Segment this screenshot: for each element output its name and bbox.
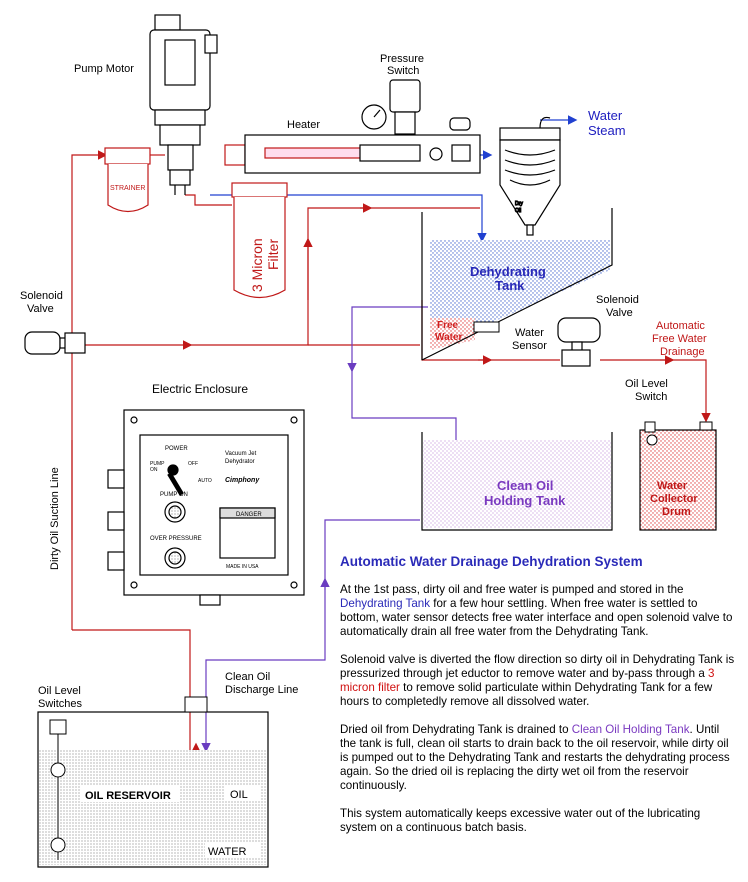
micron-filter-link[interactable]: 3 micron filter bbox=[340, 667, 715, 694]
clean-oil-tank-link[interactable]: Clean Oil Holding Tank bbox=[571, 723, 690, 736]
water-collector-drum: Water Collector Drum bbox=[639, 421, 717, 531]
panel-over-pressure-label: OVER PRESSURE bbox=[150, 536, 202, 542]
micron-filter-label-2: Filter bbox=[265, 239, 281, 270]
water-steam-label-1: Water bbox=[588, 108, 623, 123]
description-paragraph-1: At the 1st pass, dirty oil and free wate… bbox=[340, 583, 735, 639]
oil-level-switch-label-1: Oil Level bbox=[625, 378, 668, 390]
description-title: Automatic Water Drainage Dehydration Sys… bbox=[340, 554, 643, 569]
heater bbox=[224, 117, 481, 174]
heater-label: Heater bbox=[287, 119, 320, 131]
water-sensor-label-1: Water bbox=[515, 327, 544, 339]
dry-oil-label-2: Oil bbox=[515, 208, 521, 214]
solenoid-valve-left-label-2: Valve bbox=[27, 303, 54, 315]
panel-logo: Cimphony bbox=[225, 477, 260, 484]
pump-motor-label: Pump Motor bbox=[74, 63, 134, 75]
free-water-label-1: Free bbox=[437, 320, 459, 331]
panel-power-label: POWER bbox=[165, 446, 188, 452]
water-label: WATER bbox=[208, 846, 247, 858]
description-paragraph-2: Solenoid valve is diverted the flow dire… bbox=[340, 653, 735, 709]
strainer-label: STRAINER bbox=[110, 185, 145, 192]
diagram-labels: Pump Motor Pressure Switch Heater Water … bbox=[20, 53, 707, 710]
water-sensor-label-2: Sensor bbox=[512, 340, 547, 352]
dirty-oil-suction-label: Dirty Oil Suction Line bbox=[49, 467, 61, 570]
eductor: Dry Oil bbox=[499, 116, 561, 236]
clean-oil-lines bbox=[201, 306, 461, 753]
description-panel: Automatic Water Drainage Dehydration Sys… bbox=[340, 555, 735, 849]
clean-oil-tank-label-1: Clean Oil bbox=[497, 478, 553, 493]
p3-text-b: . Until the tank is full, clean oil star… bbox=[340, 723, 730, 792]
dehydrating-tank: Dehydrating Tank Free Water bbox=[421, 208, 613, 361]
panel-off-label: OFF bbox=[188, 461, 198, 467]
panel-brand-label-1: Vacuum Jet bbox=[225, 451, 257, 457]
pressure-switch-label-1: Pressure bbox=[380, 53, 424, 65]
panel-brand-label-2: Dehydrator bbox=[225, 459, 255, 465]
clean-oil-discharge-label-1: Clean Oil bbox=[225, 671, 270, 683]
panel-made-in-label: MADE IN USA bbox=[226, 564, 259, 570]
water-collector-label-3: Drum bbox=[662, 506, 691, 518]
free-water-label-2: Water bbox=[435, 332, 463, 343]
solenoid-valve-right bbox=[557, 317, 601, 367]
oil-label: OIL bbox=[230, 789, 248, 801]
strainer: STRAINER bbox=[104, 147, 151, 213]
pressure-switch bbox=[361, 79, 421, 135]
micron-filter: 3 Micron Filter bbox=[231, 182, 288, 299]
micron-filter-label-1: 3 Micron bbox=[249, 238, 265, 292]
water-steam-label-2: Steam bbox=[588, 123, 626, 138]
pressure-switch-label-2: Switch bbox=[387, 65, 419, 77]
oil-reservoir: OIL RESERVOIR OIL WATER bbox=[37, 696, 269, 868]
pump-motor bbox=[149, 14, 218, 195]
oil-level-switches-label-2: Switches bbox=[38, 698, 83, 710]
electric-enclosure-label: Electric Enclosure bbox=[152, 382, 248, 396]
p1-text-b: for a few hour settling. When free water… bbox=[340, 597, 733, 638]
solenoid-valve-right-label-1: Solenoid bbox=[596, 294, 639, 306]
water-collector-label-2: Collector bbox=[650, 493, 698, 505]
enclosure-panel-text: POWER PUMP ON OFF AUTO PUMP ON OVER PRES… bbox=[150, 446, 262, 570]
dehydrating-tank-label-1: Dehydrating bbox=[470, 264, 546, 279]
dehydrating-tank-link[interactable]: Dehydrating Tank bbox=[340, 597, 431, 610]
solenoid-valve-left bbox=[24, 331, 86, 355]
p1-text-a: At the 1st pass, dirty oil and free wate… bbox=[340, 583, 684, 596]
solenoid-valve-right-label-2: Valve bbox=[606, 307, 633, 319]
dry-oil-label-1: Dry bbox=[515, 201, 523, 207]
dehydrating-tank-label-2: Tank bbox=[495, 278, 525, 293]
panel-on-label: ON bbox=[150, 467, 158, 473]
water-collector-label-1: Water bbox=[657, 480, 688, 492]
auto-drain-label-3: Drainage bbox=[660, 346, 705, 358]
p2-text-b: to remove solid particulate within Dehyd… bbox=[340, 681, 713, 708]
auto-drain-label-2: Free Water bbox=[652, 333, 707, 345]
clean-oil-tank-label-2: Holding Tank bbox=[484, 493, 566, 508]
panel-pump-label: PUMP bbox=[150, 461, 165, 467]
panel-auto-label: AUTO bbox=[198, 478, 212, 484]
description-paragraph-3: Dried oil from Dehydrating Tank is drain… bbox=[340, 723, 735, 793]
p3-text-a: Dried oil from Dehydrating Tank is drain… bbox=[340, 723, 572, 736]
electric-enclosure bbox=[107, 409, 305, 606]
panel-danger-label: DANGER bbox=[236, 512, 262, 518]
auto-drain-label-1: Automatic bbox=[656, 320, 705, 332]
clean-oil-discharge-label-2: Discharge Line bbox=[225, 684, 298, 696]
clean-oil-holding-tank: Clean Oil Holding Tank bbox=[421, 432, 613, 531]
oil-level-switch-label-2: Switch bbox=[635, 391, 667, 403]
oil-level-switches-label-1: Oil Level bbox=[38, 685, 81, 697]
p2-text-a: Solenoid valve is diverted the flow dire… bbox=[340, 653, 735, 680]
oil-reservoir-label: OIL RESERVOIR bbox=[85, 790, 171, 802]
description-paragraph-4: This system automatically keeps excessiv… bbox=[340, 807, 701, 834]
solenoid-valve-left-label-1: Solenoid bbox=[20, 290, 63, 302]
panel-pump-on-label: PUMP ON bbox=[160, 492, 188, 498]
